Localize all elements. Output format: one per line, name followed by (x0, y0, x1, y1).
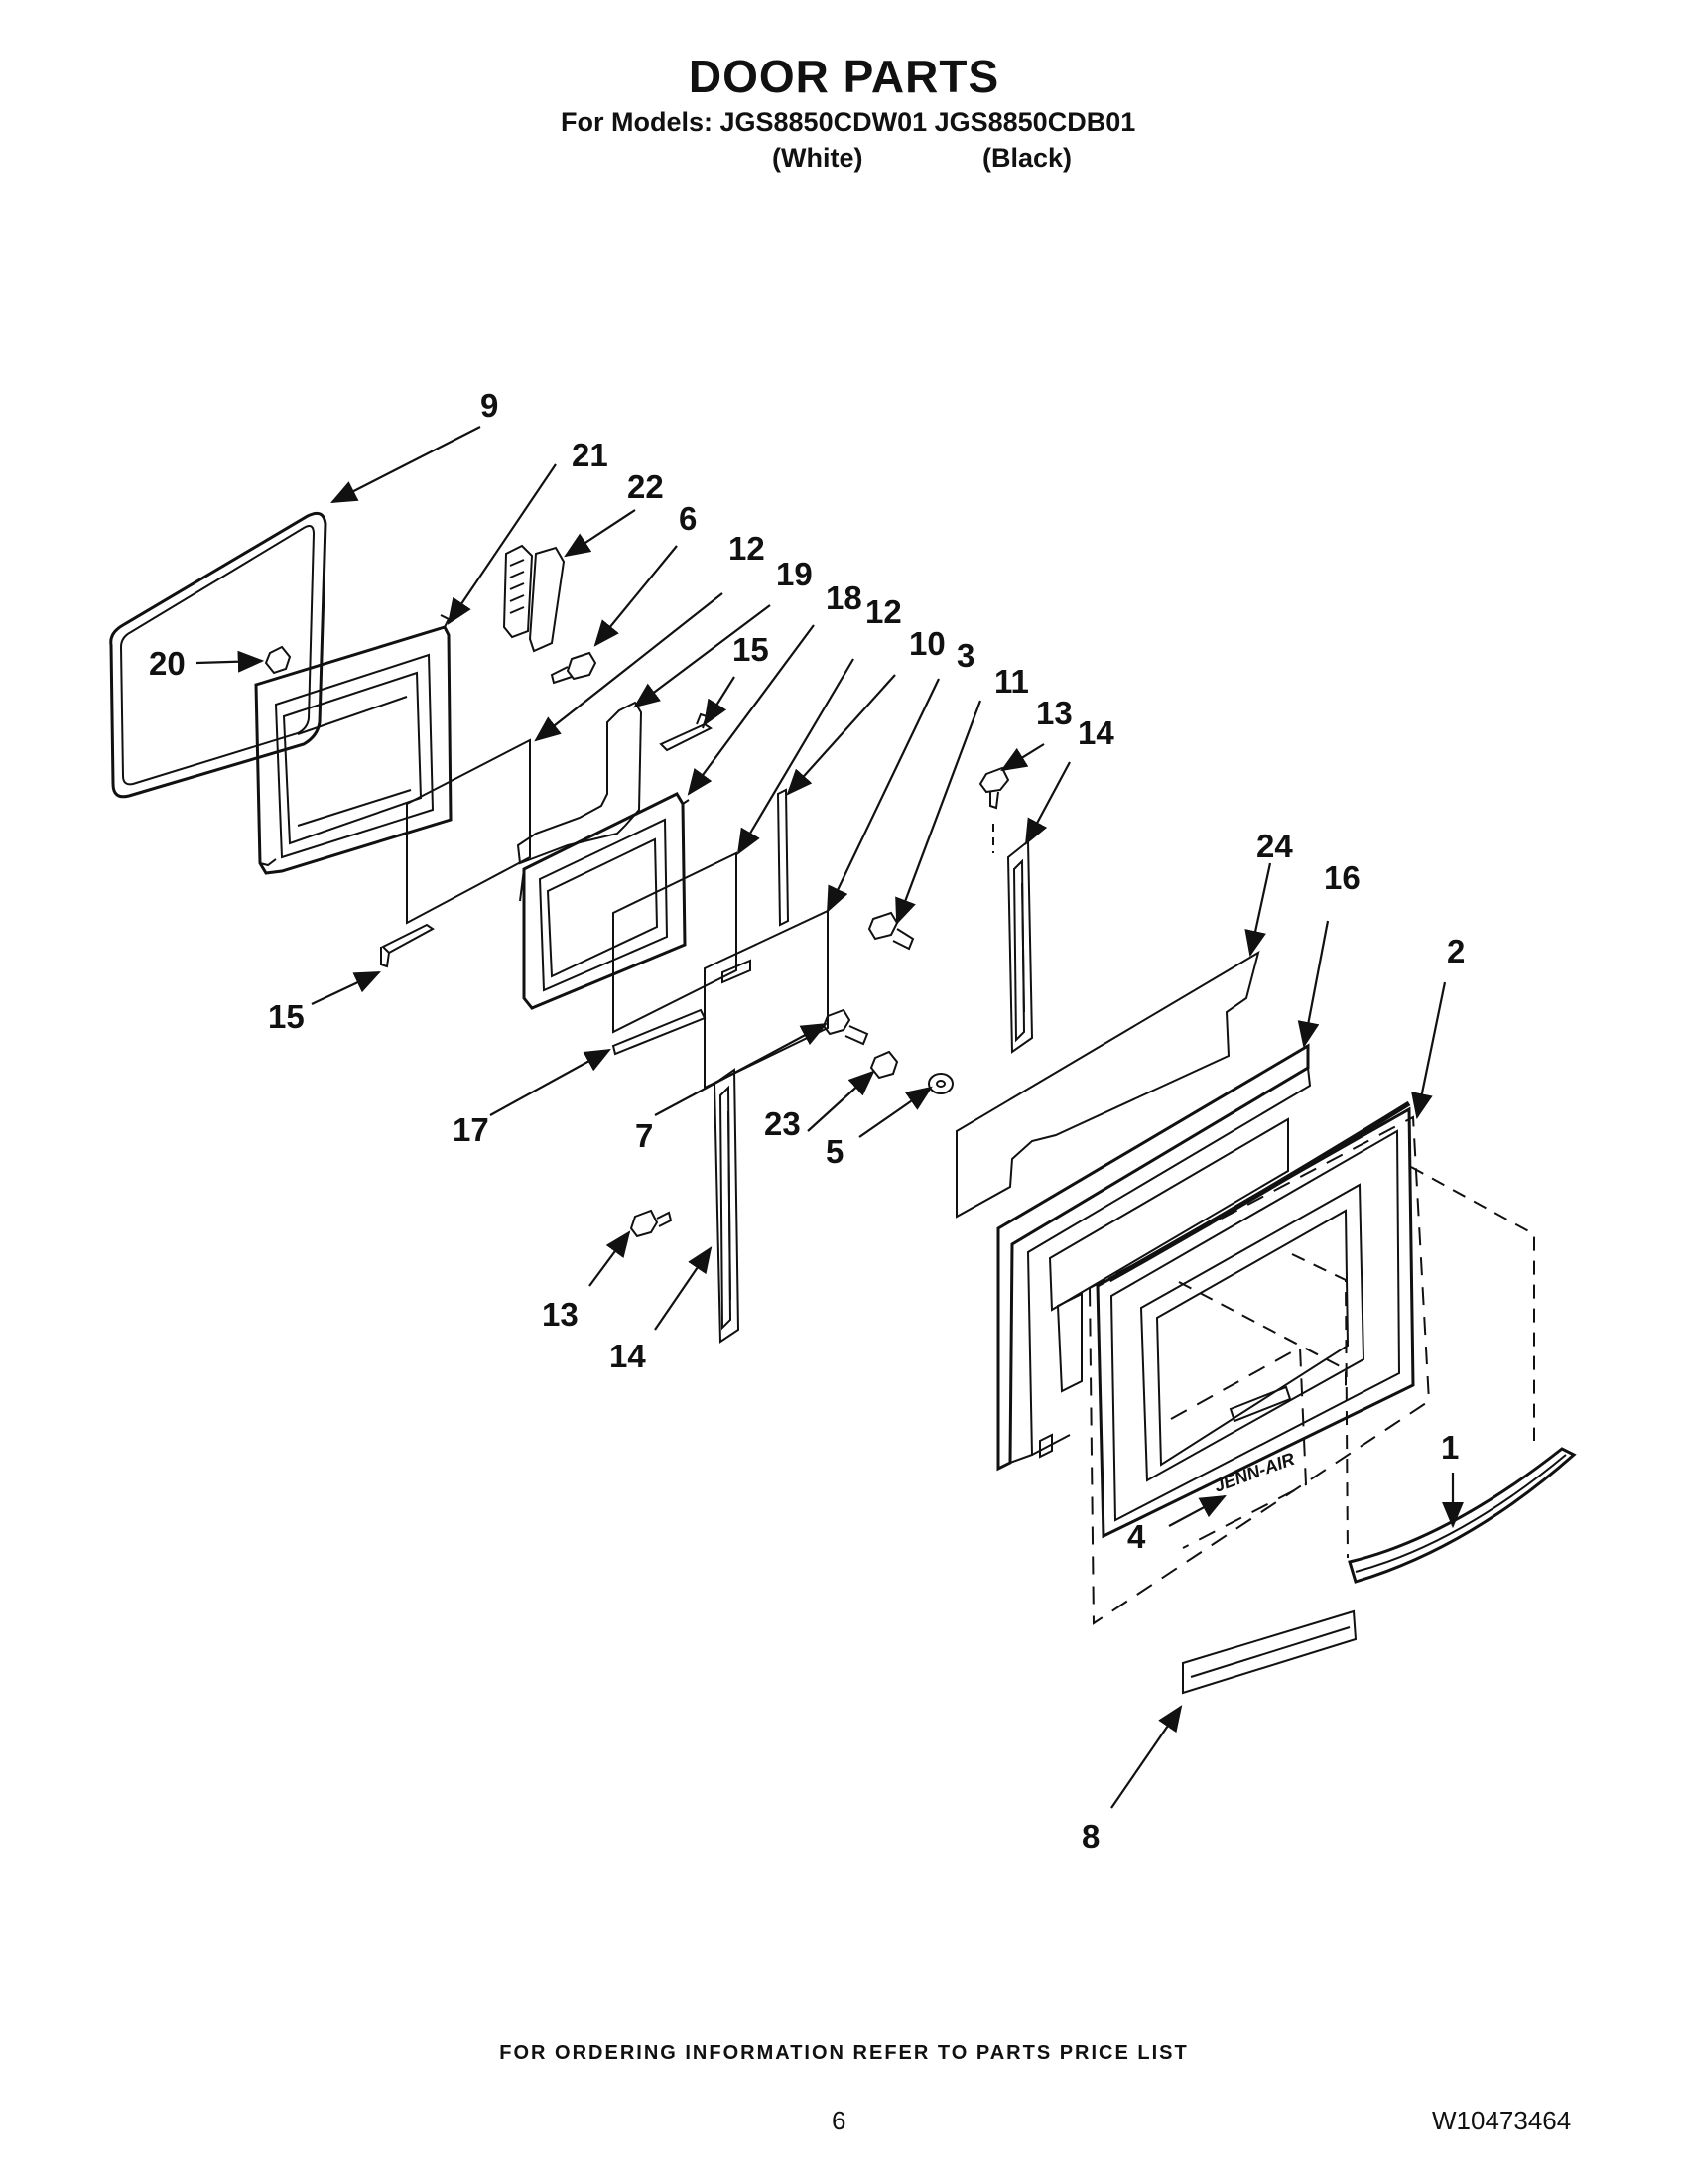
screw-7 (822, 1008, 869, 1046)
glass-panel-rear (406, 738, 531, 925)
grommet (264, 645, 292, 675)
callout-14-lower: 14 (609, 1338, 646, 1374)
callout-14-upper: 14 (1078, 714, 1114, 751)
screw-6 (550, 651, 597, 685)
models-subtitle: For Models: JGS8850CDW01 JGS8850CDB01 (561, 107, 1136, 137)
callout-3: 3 (957, 637, 974, 674)
callout-20: 20 (149, 645, 186, 682)
document-number: W10473464 (1432, 2106, 1572, 2135)
callout-2: 2 (1447, 933, 1465, 969)
lower-vent-trim (1182, 1609, 1358, 1695)
glass-pack (704, 909, 829, 1090)
brand-mark: JENN-AIR (1212, 1449, 1298, 1496)
callout-22: 22 (627, 468, 664, 505)
callout-15-lower: 15 (268, 998, 305, 1035)
ordering-note: FOR ORDERING INFORMATION REFER TO PARTS … (499, 2042, 1189, 2064)
nut-23 (869, 1050, 899, 1080)
callout-15-upper: 15 (732, 631, 769, 668)
callout-18: 18 (826, 579, 862, 616)
insulation (516, 701, 643, 865)
inner-glass-frame (519, 792, 690, 1010)
screw-11 (867, 911, 915, 951)
callout-9: 9 (480, 387, 498, 424)
bracket-15-upper (659, 722, 713, 752)
bracket-15-lower (381, 923, 435, 955)
variant-black: (Black) (982, 143, 1073, 173)
door-gasket (109, 511, 327, 799)
callout-10: 10 (909, 625, 946, 662)
callout-16: 16 (1324, 859, 1361, 896)
callout-12-upper: 12 (728, 530, 765, 567)
callout-12-lower: 12 (865, 593, 902, 630)
screw-13-lower (629, 1209, 673, 1238)
inner-door-liner (254, 614, 453, 875)
callout-8: 8 (1082, 1818, 1100, 1855)
top-trim (956, 950, 1260, 1219)
callout-13-upper: 13 (1036, 695, 1073, 731)
page-number: 6 (832, 2106, 846, 2135)
hinge-channel-lower (713, 1068, 740, 1344)
washer-5 (928, 1073, 954, 1094)
callout-7: 7 (635, 1117, 653, 1154)
callout-21: 21 (572, 437, 608, 473)
callout-labels: 9 21 22 6 12 19 18 12 10 3 11 15 20 13 1… (149, 387, 1465, 1855)
callout-23: 23 (764, 1105, 801, 1142)
door-hinge (502, 544, 566, 653)
hinge-channel-upper (1006, 838, 1034, 1054)
spacer (611, 1008, 707, 1056)
callout-19: 19 (776, 556, 813, 592)
screw-13-upper (978, 766, 1010, 853)
page-title: DOOR PARTS (688, 51, 1000, 102)
variant-white: (White) (772, 143, 863, 173)
callout-1: 1 (1441, 1429, 1459, 1466)
callout-5: 5 (826, 1133, 844, 1170)
callout-24: 24 (1256, 828, 1293, 864)
glass-retainer-strip (776, 788, 790, 927)
callout-4: 4 (1127, 1518, 1146, 1555)
door-handle (1348, 1447, 1577, 1584)
callout-6: 6 (679, 500, 697, 537)
callout-11: 11 (994, 663, 1029, 700)
callout-13-lower: 13 (542, 1296, 579, 1333)
callout-17: 17 (453, 1111, 489, 1148)
door-front-glass (1096, 1100, 1415, 1549)
assembly-outline (1088, 1115, 1431, 1625)
glass-panel-front (612, 851, 737, 1034)
